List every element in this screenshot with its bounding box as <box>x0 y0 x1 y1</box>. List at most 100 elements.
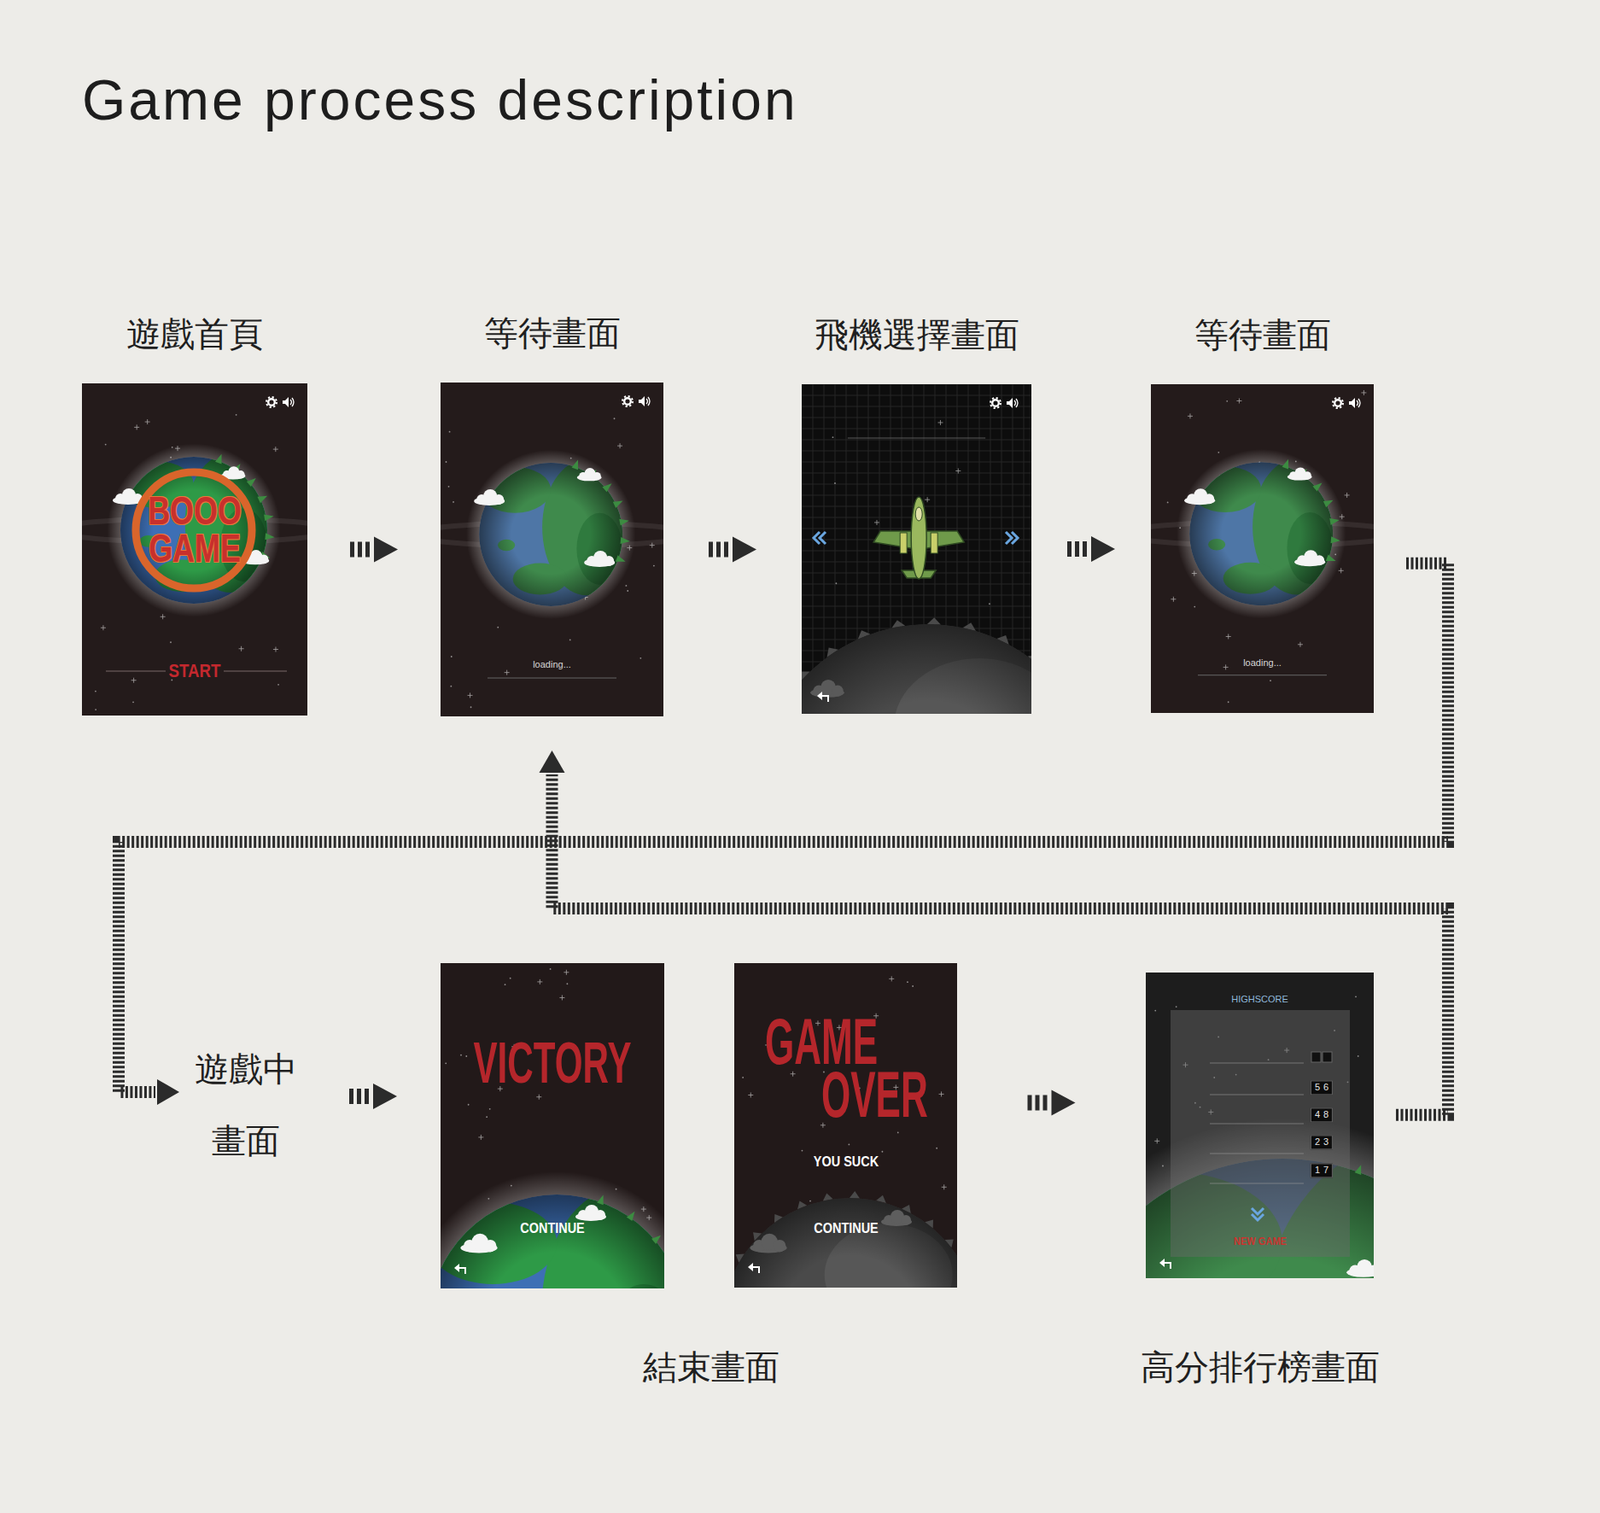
star <box>1226 633 1232 639</box>
grid-line <box>801 484 1032 485</box>
star <box>1227 700 1230 703</box>
star <box>504 983 507 986</box>
art-group <box>1150 390 1374 703</box>
continue-button: CONTINUE <box>813 1220 878 1238</box>
score-digits: 23 <box>1310 1134 1333 1150</box>
star <box>100 624 106 631</box>
score-tile <box>1322 1051 1332 1063</box>
star <box>277 683 280 686</box>
grid-line <box>801 439 1032 441</box>
tree <box>1354 1164 1362 1175</box>
grid-line <box>812 384 814 714</box>
grid-line <box>801 417 1032 419</box>
new-game-button: NEW GAME <box>1232 1235 1286 1248</box>
star <box>617 443 623 449</box>
game-over-title: GAME OVER <box>764 1015 929 1122</box>
earth-glow <box>1176 449 1346 619</box>
gear-icon <box>990 397 1001 409</box>
star <box>1269 679 1272 682</box>
star <box>145 419 151 425</box>
arrow-head <box>732 537 757 563</box>
victory-title: VICTORY <box>472 1033 631 1092</box>
arrow-head <box>1091 536 1116 562</box>
planet-body <box>734 1197 958 1288</box>
star <box>448 485 450 488</box>
star <box>169 641 172 643</box>
star <box>911 985 914 987</box>
star <box>478 1134 484 1140</box>
star <box>132 700 135 703</box>
tree <box>1281 459 1289 470</box>
star <box>1167 501 1169 503</box>
earth-shade <box>120 456 268 604</box>
planet-rock <box>927 617 941 625</box>
connector-line <box>708 542 731 558</box>
flow-arrow <box>1027 1089 1076 1116</box>
grid-line <box>801 384 1032 386</box>
game-logo: BOOO GAME <box>134 492 255 567</box>
star <box>537 979 543 985</box>
speaker-icon <box>290 397 294 407</box>
loading-screen: 等待畫面loading... <box>440 382 664 717</box>
planet-rock <box>849 1191 860 1198</box>
star <box>496 626 499 629</box>
star <box>939 1091 945 1097</box>
connector-line <box>349 1088 372 1104</box>
star <box>924 496 930 503</box>
group-label: 結束畫面 <box>642 1346 780 1388</box>
score-panel <box>1170 1010 1350 1257</box>
star <box>747 1091 754 1098</box>
speaker-icon <box>1006 397 1013 409</box>
flow-arrow <box>350 537 398 563</box>
gear-icon <box>1334 399 1342 407</box>
plane-cockpit <box>915 507 923 521</box>
star <box>273 446 279 452</box>
cloud-part <box>773 1239 786 1252</box>
star <box>874 519 880 526</box>
home-screen: 遊戲首頁BOOO GAMESTART <box>81 383 308 716</box>
star <box>1357 1055 1360 1057</box>
star <box>509 977 512 980</box>
cloud <box>460 1233 497 1254</box>
star <box>1297 642 1303 648</box>
ocean <box>1189 461 1333 606</box>
star <box>937 420 943 426</box>
taunt-text: YOU SUCK <box>812 1154 878 1171</box>
cloud <box>1287 467 1313 480</box>
star <box>1154 1138 1160 1144</box>
star <box>897 1132 900 1134</box>
star <box>1354 995 1357 998</box>
cloud-part <box>1313 554 1325 566</box>
tree <box>651 1235 661 1244</box>
grid-line <box>801 472 1032 474</box>
victory-screen: VICTORYCONTINUE <box>440 963 665 1289</box>
plane-body <box>910 496 927 579</box>
score-tile <box>1311 1051 1321 1063</box>
star <box>847 1144 850 1146</box>
planet <box>734 1197 958 1288</box>
score-row-line <box>1209 1183 1304 1185</box>
star <box>549 968 552 970</box>
chevron-icon <box>819 531 826 544</box>
star <box>741 1076 744 1079</box>
ocean <box>440 1194 665 1289</box>
star <box>613 417 616 420</box>
connector-line <box>1027 1094 1051 1110</box>
tree <box>264 532 275 540</box>
grid-line <box>801 384 803 714</box>
chevron-icon <box>813 531 820 544</box>
star <box>235 414 238 416</box>
back-icon <box>747 1262 754 1272</box>
star <box>94 708 97 711</box>
cloud-part <box>1368 1265 1375 1277</box>
star <box>988 602 991 605</box>
score-digits: 56 <box>1310 1080 1333 1095</box>
chevron-icon <box>1251 1214 1264 1221</box>
screen-art <box>801 384 1032 714</box>
highscore-title: HIGHSCORE <box>1231 993 1289 1005</box>
star <box>273 647 279 653</box>
star <box>569 639 572 642</box>
loading-screen: 等待畫面loading... <box>1150 384 1374 713</box>
earth-glow <box>107 443 281 618</box>
